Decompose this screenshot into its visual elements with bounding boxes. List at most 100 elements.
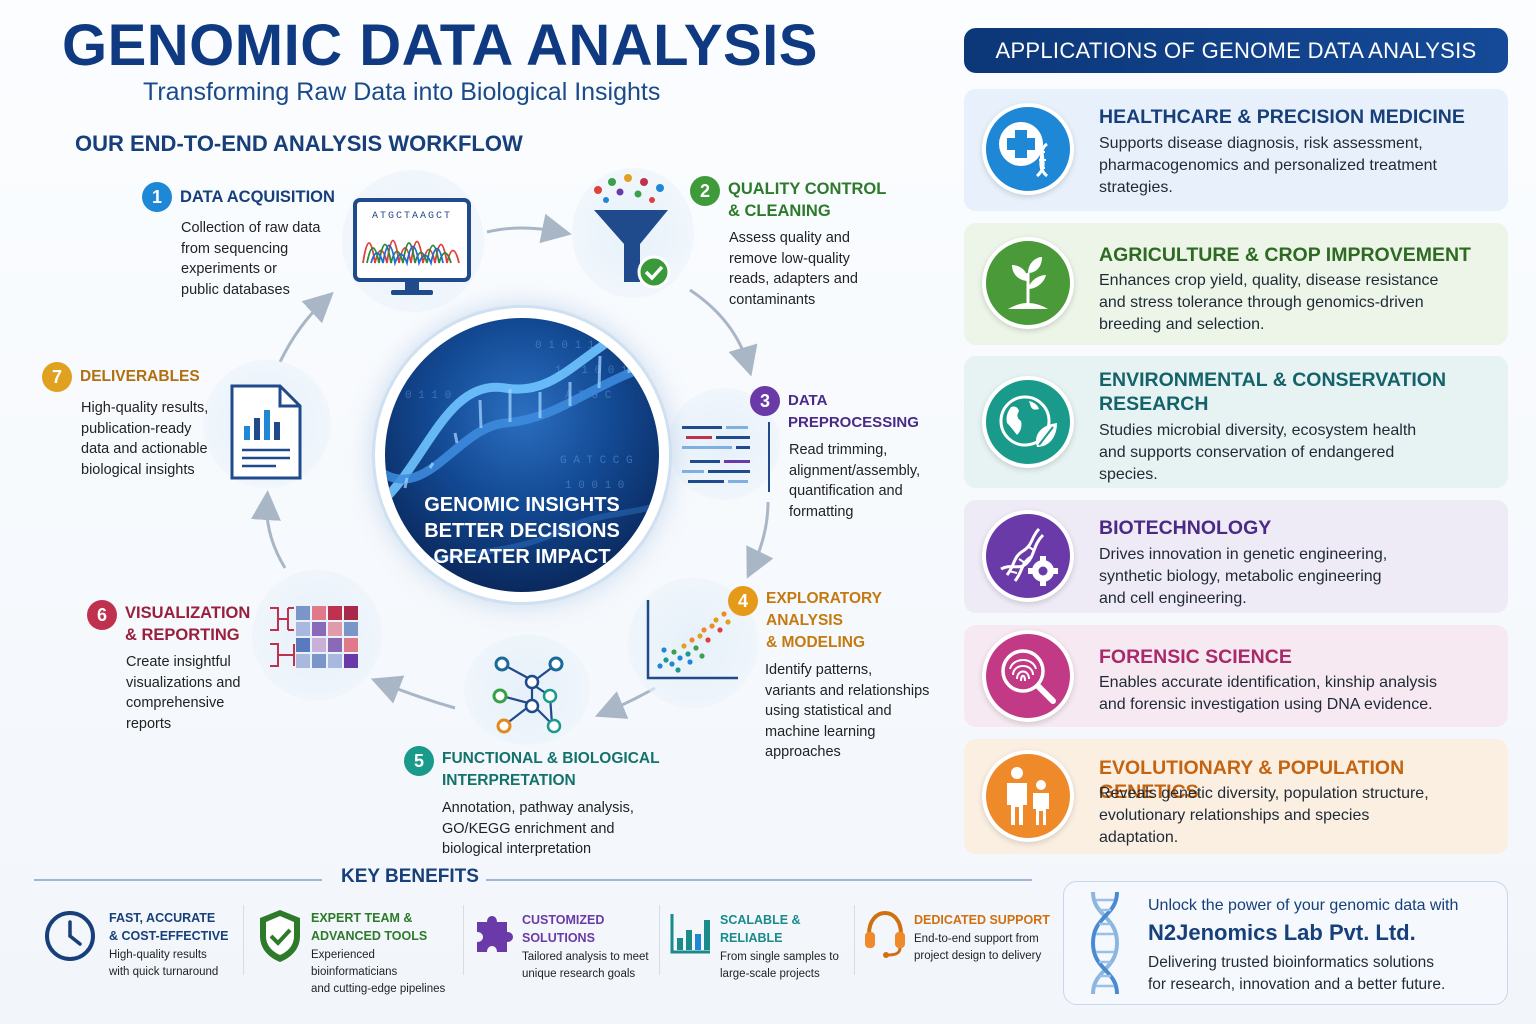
benefit-title: FAST, ACCURATE & COST-EFFECTIVE	[109, 911, 229, 943]
separator	[659, 905, 660, 975]
step-desc: Read trimming, alignment/assembly, quant…	[789, 442, 921, 520]
step-number: 4	[728, 586, 758, 616]
step-desc: Annotation, pathway analysis, GO/KEGG en…	[442, 800, 634, 857]
application-card-evolutionary: EVOLUTIONARY & POPULATION GENETICS Revea…	[964, 739, 1508, 854]
benefit-desc: From single samples to large-scale proje…	[720, 951, 839, 980]
card-title: FORENSIC SCIENCE	[1099, 646, 1292, 668]
step-number: 6	[87, 600, 117, 630]
puzzle-icon	[477, 916, 513, 952]
application-card-agriculture: AGRICULTURE & CROP IMPROVEMENT Enhances …	[964, 223, 1508, 345]
step-title: EXPLORATORY ANALYSIS & MODELING	[766, 590, 882, 651]
medical-cross-dna-icon	[982, 103, 1074, 195]
step-2: 2 QUALITY CONTROL & CLEANING Assess qual…	[690, 176, 890, 310]
arrow-7-1	[278, 291, 334, 363]
key-benefits-title: KEY BENEFITS	[341, 866, 479, 887]
card-desc: Supports disease diagnosis, risk assessm…	[1099, 135, 1437, 196]
fingerprint-magnifier-icon	[982, 630, 1074, 722]
step-desc: Assess quality and remove low-quality re…	[729, 230, 858, 308]
card-desc: Reveals genetic diversity, population st…	[1099, 785, 1429, 846]
funnel-check-icon	[594, 174, 671, 289]
workflow-title: OUR END-TO-END ANALYSIS WORKFLOW	[75, 131, 523, 156]
step-7: 7 DELIVERABLES High-quality results, pub…	[42, 362, 232, 480]
step-title: DATA PREPROCESSING	[788, 392, 919, 431]
center-line-3: GREATER IMPACT	[433, 546, 611, 568]
separator	[463, 905, 464, 975]
cta-box	[1063, 881, 1508, 1005]
benefit-desc: End-to-end support from project design t…	[914, 933, 1042, 962]
dna-icon	[1090, 891, 1120, 995]
svg-text:G A T C C G: G A T C C G	[560, 455, 633, 467]
benefit-desc: High-quality results with quick turnarou…	[109, 949, 219, 978]
arrow-1-2	[486, 213, 572, 244]
step-title: DELIVERABLES	[80, 368, 200, 385]
center-line-1: GENOMIC INSIGHTS	[424, 494, 620, 516]
svg-text:1 0 0 1 0: 1 0 0 1 0	[565, 480, 624, 492]
svg-text:0 1 1 0: 0 1 1 0	[405, 390, 451, 402]
cta-tagline: Delivering trusted bioinformatics soluti…	[1148, 954, 1446, 993]
step-number: 2	[690, 176, 720, 206]
step5-halo	[464, 635, 590, 745]
card-desc: Enables accurate identification, kinship…	[1099, 674, 1437, 713]
people-icon	[982, 750, 1074, 842]
step-title: QUALITY CONTROL & CLEANING	[728, 180, 887, 220]
workflow-arrows	[250, 213, 774, 719]
card-title: ENVIRONMENTAL & CONSERVATION RESEARCH	[1099, 369, 1447, 415]
application-card-environmental: ENVIRONMENTAL & CONSERVATION RESEARCH St…	[964, 356, 1508, 488]
page-title: GENOMIC DATA ANALYSIS	[62, 13, 818, 78]
benefit-scalable: SCALABLE & RELIABLE From single samples …	[720, 911, 855, 983]
application-card-biotechnology: BIOTECHNOLOGY Drives innovation in genet…	[964, 500, 1508, 613]
benefit-title: SCALABLE & RELIABLE	[720, 913, 801, 945]
report-document-icon	[230, 384, 302, 480]
step-desc: Create insightful visualizations and com…	[126, 654, 241, 732]
benefit-desc: Experienced bioinformaticians and cuttin…	[311, 949, 446, 995]
shield-check-icon	[260, 910, 300, 962]
arrow-4-5	[594, 686, 656, 719]
bar-chart-icon	[670, 914, 710, 954]
card-title: AGRICULTURE & CROP IMPROVEMENT	[1099, 244, 1471, 266]
step-number: 5	[404, 746, 434, 776]
benefit-customized: CUSTOMIZED SOLUTIONS Tailored analysis t…	[522, 911, 662, 983]
benefit-title: EXPERT TEAM & ADVANCED TOOLS	[311, 911, 428, 943]
step-title: VISUALIZATION & REPORTING	[125, 604, 251, 644]
step-1: 1 DATA ACQUISITION Collection of raw dat…	[142, 182, 352, 300]
benefit-title: CUSTOMIZED SOLUTIONS	[522, 913, 605, 945]
plant-sprout-icon	[982, 237, 1074, 329]
card-title: HEALTHCARE & PRECISION MEDICINE	[1099, 106, 1465, 128]
sequence-text: ATGCTAAGCT	[372, 211, 452, 222]
arrow-6-7	[250, 490, 287, 569]
headset-icon	[865, 910, 905, 958]
scatter-plot-icon	[646, 600, 738, 680]
arrow-2-3	[689, 288, 758, 377]
step-desc: Identify patterns, variants and relation…	[765, 662, 930, 760]
pathway-network-icon	[492, 656, 564, 734]
divider-left	[34, 879, 322, 881]
step-desc: Collection of raw data from sequencing e…	[181, 220, 321, 298]
application-card-healthcare: HEALTHCARE & PRECISION MEDICINE Supports…	[964, 89, 1508, 211]
arrow-3-4	[746, 501, 774, 579]
applications-header: APPLICATIONS OF GENOME DATA ANALYSIS	[964, 28, 1508, 73]
step-4: 4 EXPLORATORY ANALYSIS & MODELING Identi…	[728, 586, 958, 763]
step-number: 3	[750, 386, 780, 416]
center-line-2: BETTER DECISIONS	[424, 520, 620, 542]
step-3: 3 DATA PREPROCESSING Read trimming, alig…	[750, 386, 960, 522]
alignment-reads-icon	[682, 422, 770, 492]
step-title: DATA ACQUISITION	[180, 188, 335, 206]
benefit-desc: Tailored analysis to meet unique researc…	[522, 951, 649, 980]
step-desc: High-quality results, publication-ready …	[81, 400, 209, 478]
benefit-fast: FAST, ACCURATE & COST-EFFECTIVE High-qua…	[109, 909, 244, 981]
heatmap-icon	[270, 606, 358, 668]
clock-icon	[45, 911, 95, 961]
card-title: BIOTECHNOLOGY	[1099, 517, 1272, 539]
divider-right	[486, 879, 1032, 881]
separator	[854, 905, 855, 975]
cta-intro: Unlock the power of your genomic data wi…	[1148, 897, 1459, 914]
step-number: 1	[142, 182, 172, 212]
card-title: EVOLUTIONARY & POPULATION GENETICS	[1099, 757, 1405, 803]
step-5: 5 FUNCTIONAL & BIOLOGICAL INTERPRETATION…	[404, 746, 664, 860]
dna-gear-icon	[982, 510, 1074, 602]
step-number: 7	[42, 362, 72, 392]
benefit-support: DEDICATED SUPPORT End-to-end support fro…	[914, 911, 1054, 965]
monitor-sequencing-icon: ATGCTAAGCT	[353, 198, 471, 295]
benefit-title: DEDICATED SUPPORT	[914, 913, 1050, 927]
step-title: FUNCTIONAL & BIOLOGICAL INTERPRETATION	[442, 750, 660, 789]
